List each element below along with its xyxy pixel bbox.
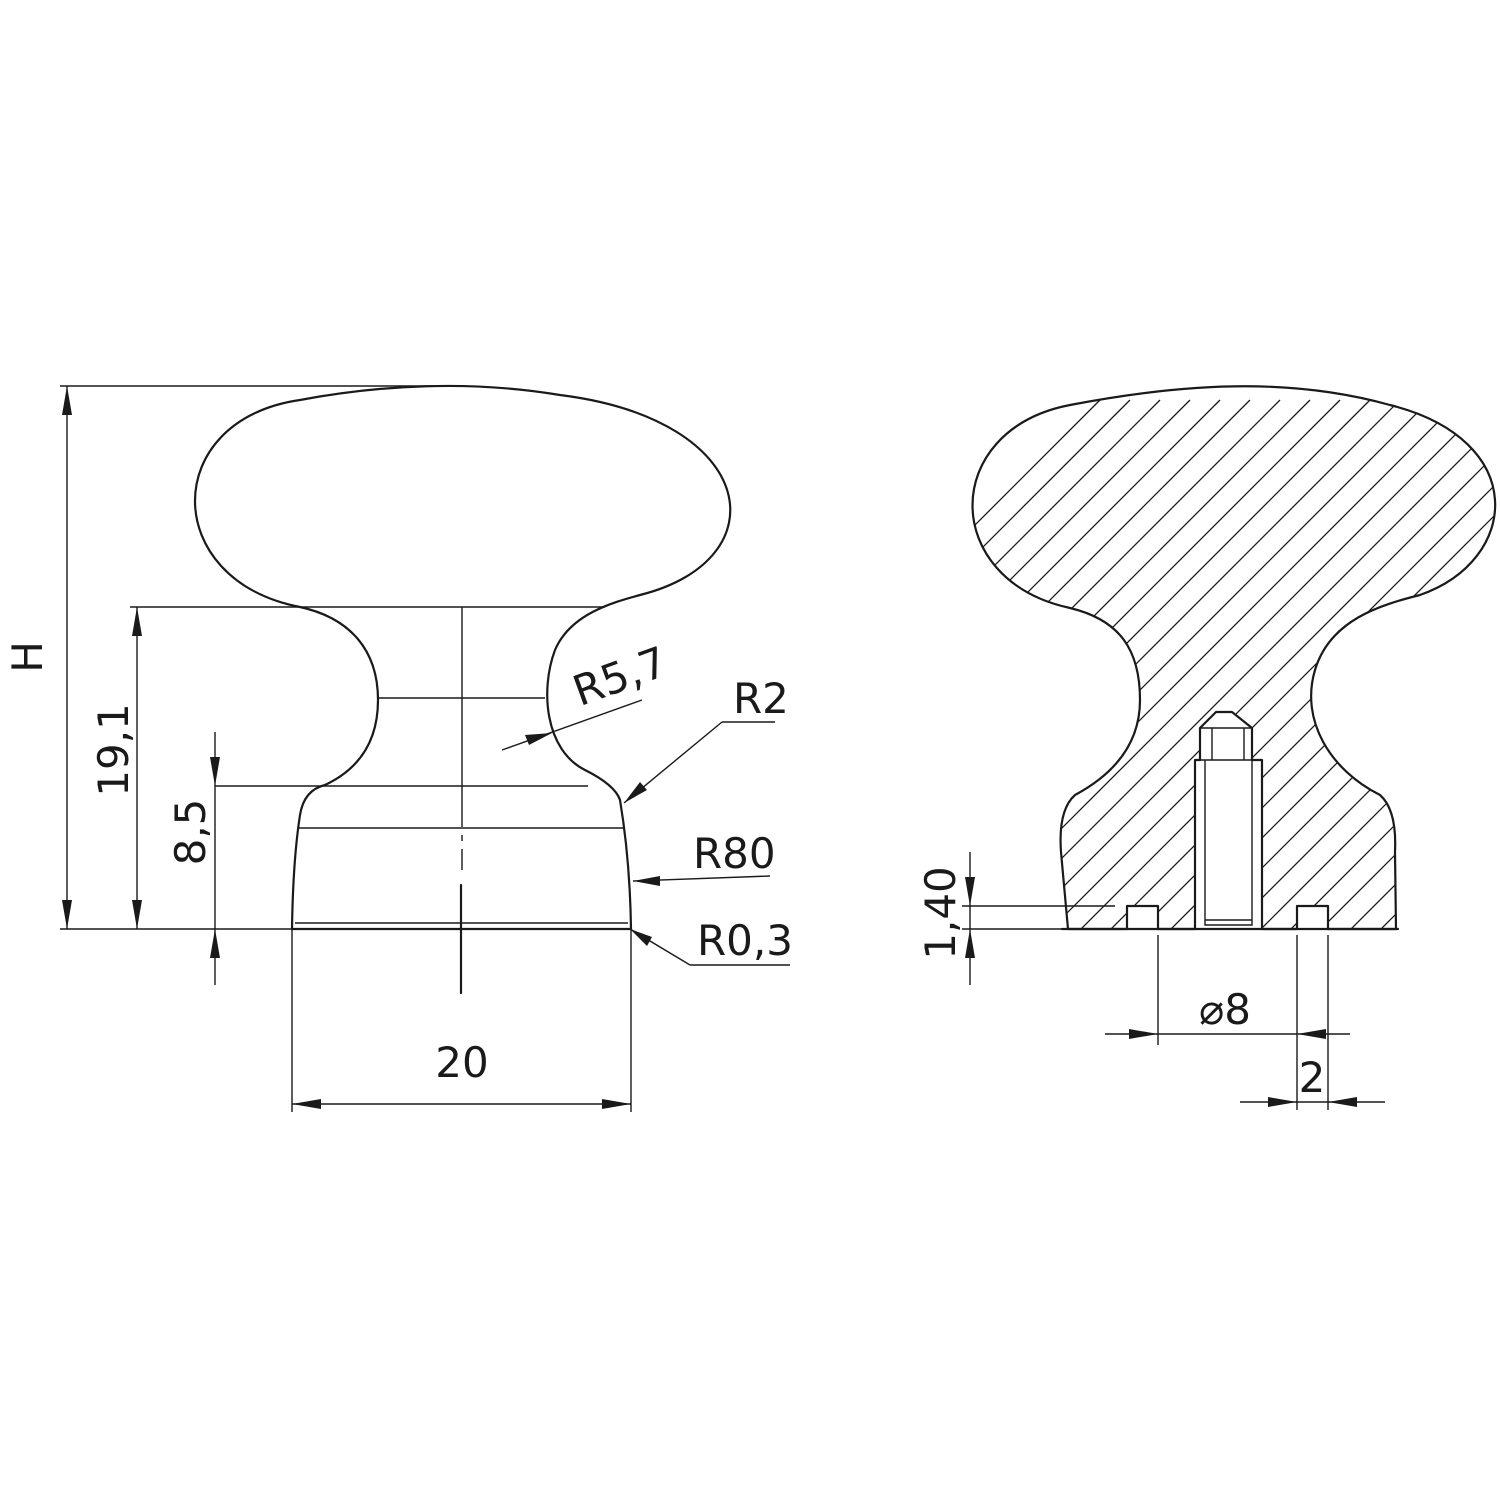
hatch-line <box>972 399 1496 929</box>
knob-outline <box>193 384 732 931</box>
base-width-label: 20 <box>435 1038 488 1087</box>
hatch-line <box>972 399 1461 929</box>
hatch-pattern <box>972 399 1496 929</box>
hatch-line <box>1239 399 1496 929</box>
hatch-line <box>972 399 1131 929</box>
ring-width-arrow-right <box>1328 1097 1357 1107</box>
recess-arrow-bottom <box>965 929 975 958</box>
ring-arrow-left <box>1129 1029 1158 1039</box>
screw-insert <box>1200 727 1256 926</box>
hatch-line <box>972 399 1101 929</box>
recess-arrow-top <box>965 877 975 906</box>
ring-diameter-label: ⌀8 <box>1199 985 1251 1034</box>
hatch-line <box>972 399 1496 929</box>
r2-label: R2 <box>733 674 789 723</box>
hatch-line <box>1479 399 1496 929</box>
section-view: 1,40 ⌀8 2 <box>916 385 1497 1110</box>
hatch-line <box>1119 399 1496 929</box>
hatch-line <box>972 399 1191 929</box>
hatch-line <box>972 399 1431 929</box>
base-arrow-top <box>210 757 220 786</box>
hatch-line <box>972 399 1371 929</box>
width-arrow-left <box>292 1099 321 1109</box>
ring-width-label: 2 <box>1299 1053 1326 1102</box>
hatch-line <box>972 399 1401 929</box>
neck-arrow-bottom <box>132 900 142 929</box>
r80-label: R80 <box>693 829 776 878</box>
elevation-view: H 19,1 8,5 R5,7 R2 R80 R0,3 <box>3 384 793 1112</box>
base-arrow-bottom <box>210 929 220 958</box>
r2-arrow <box>624 782 647 803</box>
r03-arrow <box>630 929 652 946</box>
r57-leader <box>501 699 643 751</box>
neck-arrow-top <box>132 607 142 636</box>
base-height-label: 8,5 <box>166 799 215 866</box>
hatch-line <box>972 399 1311 929</box>
section-outline <box>971 385 1497 931</box>
r80-arrow <box>633 876 660 886</box>
hatch-line <box>972 399 1251 929</box>
hatch-line <box>972 399 1281 929</box>
hatch-line <box>1359 399 1496 929</box>
width-arrow-right <box>602 1099 631 1109</box>
height-label: H <box>3 641 52 673</box>
h-arrow-top <box>62 386 72 415</box>
hatch-line <box>1419 399 1496 929</box>
r57-arrow <box>525 733 552 745</box>
ring-width-arrow-left <box>1268 1097 1297 1107</box>
hatch-line <box>972 399 1496 929</box>
h-arrow-bottom <box>62 900 72 929</box>
recess-depth-label: 1,40 <box>916 866 965 960</box>
hatch-line <box>972 399 1491 929</box>
hatch-line <box>972 399 1161 929</box>
hatch-line <box>972 399 1221 929</box>
r03-label: R0,3 <box>697 916 793 965</box>
neck-height-label: 19,1 <box>89 703 138 797</box>
ring-arrow-right <box>1297 1029 1326 1039</box>
r57-label: R5,7 <box>567 637 674 716</box>
hatch-line <box>1299 399 1496 929</box>
